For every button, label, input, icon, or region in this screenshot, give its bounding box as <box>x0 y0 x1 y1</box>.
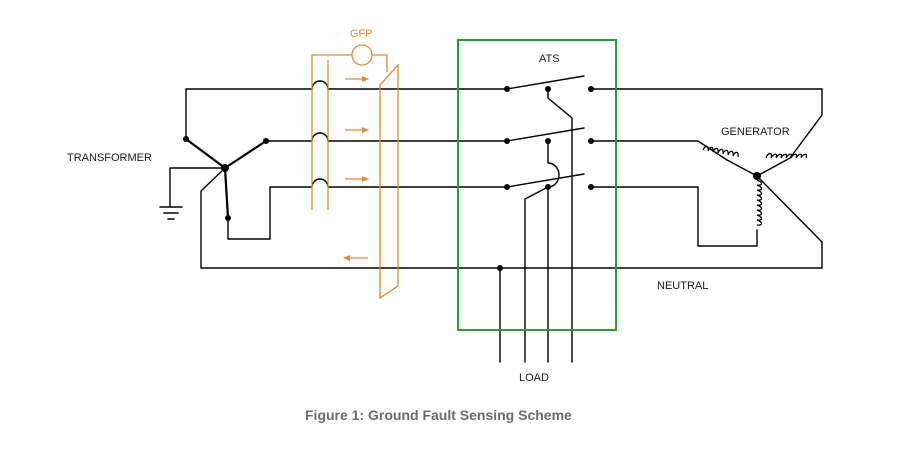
node-generator-neutral <box>753 172 761 180</box>
generator-phase-b <box>590 140 728 161</box>
node-ats-a-mid <box>545 86 551 92</box>
transformer-winding-c <box>223 166 230 220</box>
gfp-relay-circle <box>351 44 373 66</box>
node-transformer-neutral <box>221 164 229 172</box>
node-ats-b-right <box>588 138 594 144</box>
phase-b-wire <box>265 132 508 142</box>
transformer-winding-a <box>184 137 227 170</box>
node-ats-c-right <box>588 184 594 190</box>
ats-label: ATS <box>539 53 560 65</box>
connection-dots <box>183 86 761 271</box>
figure-caption: Figure 1: Ground Fault Sensing Scheme <box>305 407 572 423</box>
transformer-ground-wire <box>169 167 226 207</box>
gfp-neutral-ct <box>379 63 399 300</box>
gfp-label: GFP <box>350 28 373 40</box>
generator-coils <box>702 145 808 226</box>
node-ats-b-mid <box>545 138 551 144</box>
arrow-right-icon <box>345 127 369 133</box>
ats-switch-b <box>506 127 585 142</box>
generator-coil-b <box>702 145 739 158</box>
neutral-wire <box>200 167 823 269</box>
arrow-right-icon <box>345 176 369 182</box>
generator-label: GENERATOR <box>721 126 790 138</box>
arrow-right-icon <box>345 76 369 82</box>
neutral-label: NEUTRAL <box>657 280 708 292</box>
gfp-loop <box>311 54 388 72</box>
gfp-arrows <box>343 76 369 261</box>
arrow-left-icon <box>343 255 368 261</box>
node-phase-c <box>225 215 231 221</box>
generator-winding-b <box>726 159 758 177</box>
ats-pole-b <box>547 140 560 363</box>
generator-phase-c <box>590 186 758 247</box>
node-neutral-load <box>497 265 503 271</box>
node-ats-a-right <box>588 86 594 92</box>
node-ats-b-left <box>504 138 510 144</box>
transformer-winding-b <box>223 139 268 170</box>
generator-neutral <box>756 175 823 243</box>
ats-switch-a <box>506 75 585 90</box>
load-label: LOAD <box>519 372 549 384</box>
generator-coil-c <box>756 179 763 226</box>
node-phase-a <box>183 136 189 142</box>
ats-box <box>457 39 617 331</box>
transformer-label: TRANSFORMER <box>67 152 152 164</box>
ats-pole-a <box>547 88 573 363</box>
node-ats-c-left <box>504 184 510 190</box>
generator-phase-a <box>590 88 823 159</box>
node-ats-a-left <box>504 86 510 92</box>
generator-coil-a <box>765 152 808 159</box>
ats-pole-c <box>524 186 549 363</box>
generator-winding-a <box>756 157 791 177</box>
gfp-sensor <box>311 44 399 300</box>
phase-c-wire <box>227 178 508 240</box>
ats-switch-c <box>506 173 585 188</box>
wiring <box>159 75 823 363</box>
node-phase-b <box>263 138 269 144</box>
node-ats-c-mid <box>545 184 551 190</box>
